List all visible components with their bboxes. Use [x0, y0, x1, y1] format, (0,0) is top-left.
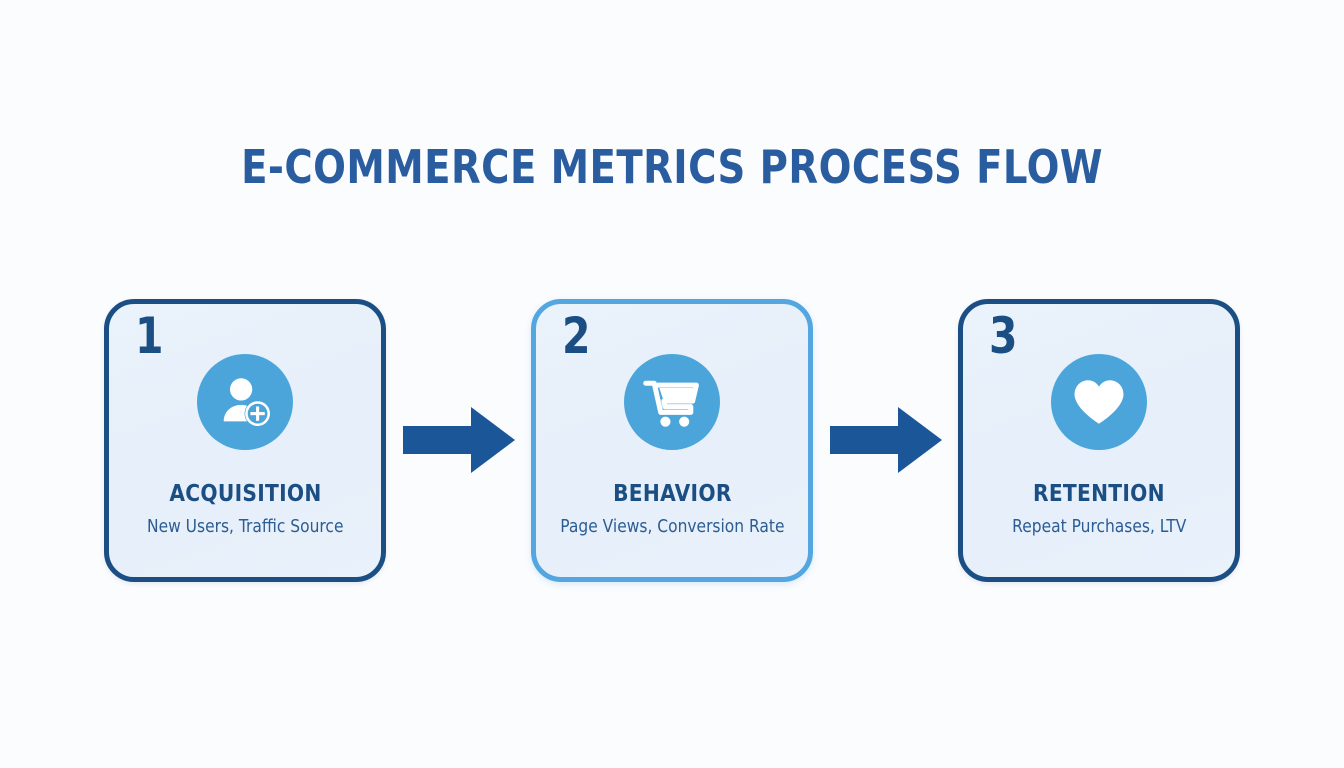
arrow-right-icon: [399, 404, 519, 476]
step-number: 1: [135, 306, 164, 365]
step-title: BEHAVIOR: [612, 480, 732, 507]
step-subtitle: Repeat Purchases, LTV: [1011, 515, 1187, 537]
step-number: 3: [989, 306, 1018, 365]
heart-icon: [1051, 353, 1147, 450]
process-step-card-retention[interactable]: 3 RETENTION Repeat Purchases, LTV: [958, 298, 1240, 582]
user-add-icon: [197, 353, 293, 450]
step-subtitle: New Users, Traffic Source: [146, 515, 344, 537]
step-subtitle: Page Views, Conversion Rate: [559, 515, 785, 537]
process-flow-row: 1 ACQUISITION New Users, Traffic Source …: [104, 295, 1240, 585]
step-title: RETENTION: [1033, 480, 1165, 507]
arrow-right-icon: [826, 404, 946, 476]
shopping-cart-icon: [624, 353, 720, 450]
page-title: E-COMMERCE METRICS PROCESS FLOW: [241, 140, 1103, 194]
process-step-card-behavior[interactable]: 2 BEHAVIOR Page Views, Conversion Rate: [531, 298, 813, 582]
step-number: 2: [562, 306, 591, 365]
step-title: ACQUISITION: [168, 480, 322, 507]
process-step-card-acquisition[interactable]: 1 ACQUISITION New Users, Traffic Source: [104, 298, 386, 582]
